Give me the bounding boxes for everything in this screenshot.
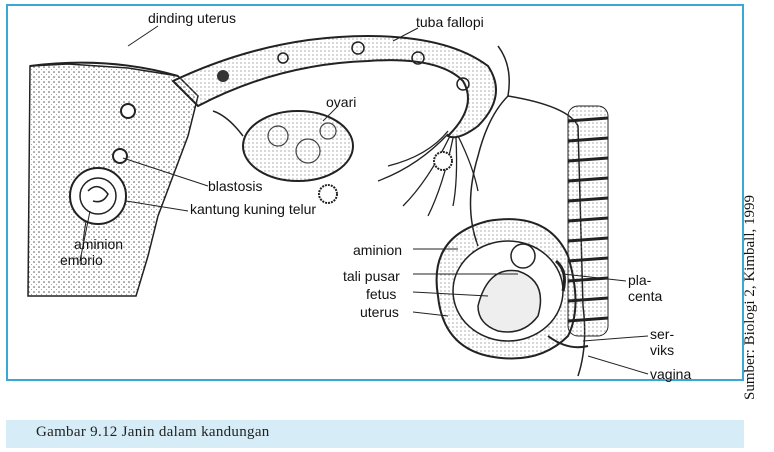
fimbriae (378, 131, 478, 216)
label-aminion-embryo: aminion (74, 236, 123, 252)
label-serviks-1: ser- (650, 326, 674, 342)
label-tuba-fallopi: tuba fallopi (416, 14, 484, 30)
label-dinding-uterus: dinding uterus (148, 10, 236, 26)
label-blastosis: blastosis (208, 178, 262, 194)
pregnant-uterus (437, 219, 588, 358)
label-placenta-1: pla- (628, 272, 651, 288)
figure-frame: dinding uterus tuba fallopi ovari blasto… (6, 4, 744, 381)
implanted-embryo (70, 168, 126, 224)
label-uterus: uterus (360, 304, 399, 320)
figure-caption: Gambar 9.12 Janin dalam kandungan (36, 424, 270, 441)
label-embrio: embrio (60, 252, 103, 268)
label-placenta-2: centa (628, 288, 662, 304)
label-vagina: vagina (650, 366, 691, 382)
label-fetus: fetus (366, 286, 396, 302)
label-aminion-fetus: aminion (353, 242, 402, 258)
label-tali-pusar: tali pusar (343, 268, 400, 284)
label-ovari: ovari (326, 94, 356, 110)
ovary (213, 111, 353, 181)
source-credit: Sumber: Biologi 2, Kimball, 1999 (742, 20, 759, 400)
caption-bar: Gambar 9.12 Janin dalam kandungan (6, 420, 744, 448)
label-kantung-kuning-telur: kantung kuning telur (190, 201, 316, 217)
label-serviks-2: viks (650, 342, 674, 358)
reproduction-illustration (8, 6, 742, 379)
